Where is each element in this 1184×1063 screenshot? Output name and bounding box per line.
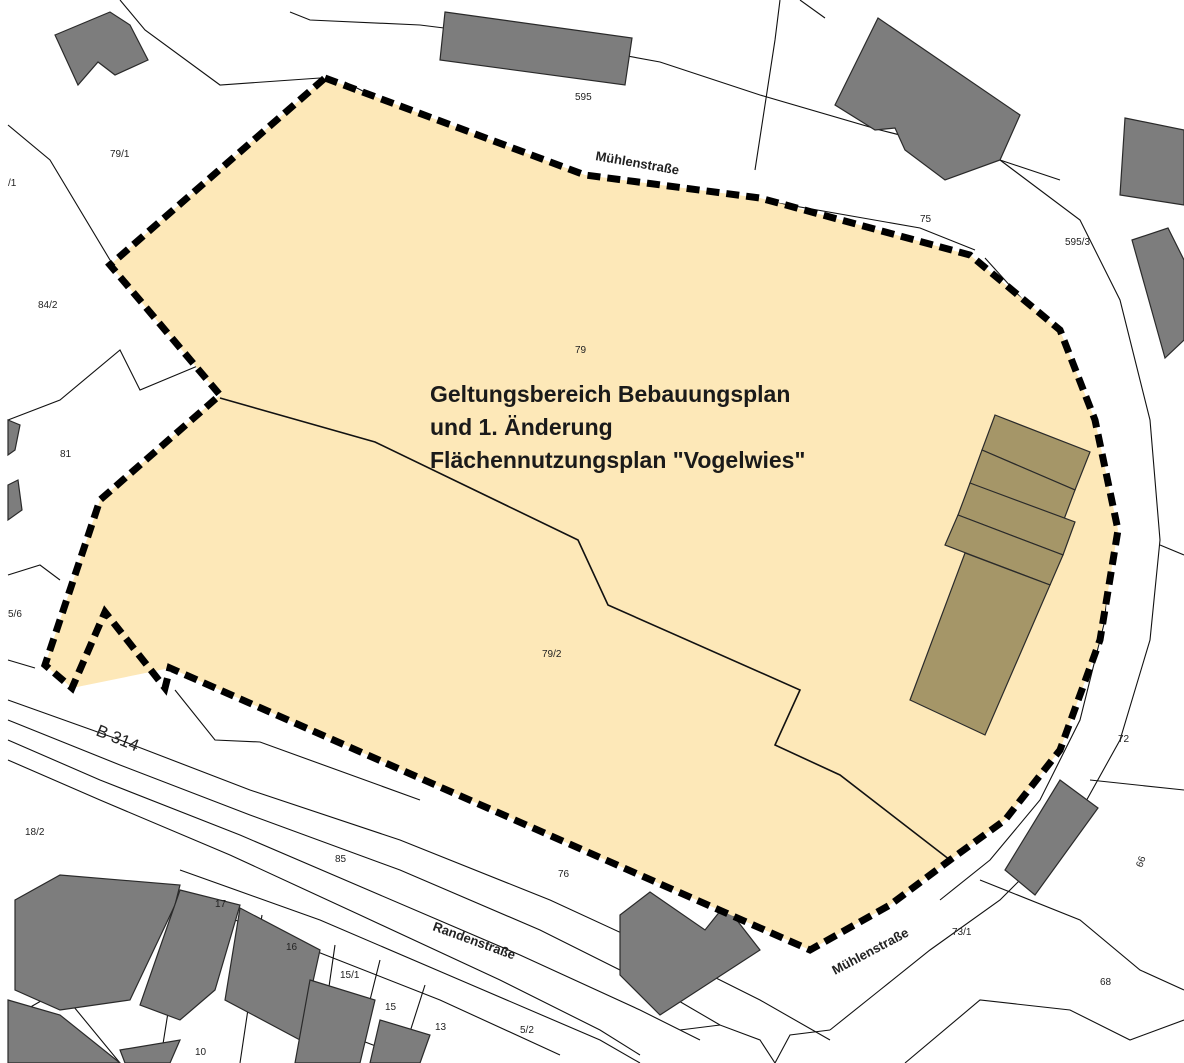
pv-modules xyxy=(909,414,1091,736)
rowhouse-6 xyxy=(369,1019,431,1063)
road-edge-east-outer xyxy=(829,159,1161,1031)
parcel-line-se-1 xyxy=(979,879,1184,991)
plan-title: Geltungsbereich Bebauungsplan und 1. Änd… xyxy=(430,381,805,473)
building-nw xyxy=(54,11,149,87)
parcel-595: 595 xyxy=(575,92,592,103)
street-randenstrasse: Randenstraße xyxy=(431,919,518,963)
rowhouse-5 xyxy=(294,979,376,1063)
parcel-72: 72 xyxy=(1118,734,1130,745)
parcel-10: 10 xyxy=(195,1047,207,1058)
pv-module-5 xyxy=(909,552,1051,736)
parcel-15: 15 xyxy=(385,1002,397,1013)
b314-edge-4 xyxy=(7,759,641,1056)
parcel-17: 17 xyxy=(215,899,227,910)
parcel-79-1: 79/1 xyxy=(110,149,130,160)
parcel-79-2: 79/2 xyxy=(542,649,562,660)
title-line-1: Geltungsbereich Bebauungsplan xyxy=(430,381,790,407)
geltungsbereich-boundary xyxy=(40,73,1122,954)
parcel-81: 81 xyxy=(60,449,72,460)
b314-edge-1 xyxy=(7,699,831,1041)
rowhouse-4 xyxy=(7,999,121,1063)
parcel-line-w-2 xyxy=(7,564,61,581)
parcel-line-w-3 xyxy=(7,659,36,669)
street-muehlenstrasse-south: Mühlenstraße xyxy=(829,925,911,978)
building-e xyxy=(1131,227,1184,360)
parcel-13: 13 xyxy=(435,1022,447,1033)
parcel-labels: 79/1 595 75 595/3 84/2 79 81 79/2 72 76 … xyxy=(8,92,1149,1058)
parcel-75: 75 xyxy=(920,214,932,225)
parcel-line-n-2 xyxy=(799,0,826,19)
parcel-divider-79-79-2 xyxy=(219,397,951,861)
parcel-16: 16 xyxy=(286,942,298,953)
street-muehlenstrasse-north: Mühlenstraße xyxy=(594,148,680,177)
building-se xyxy=(1004,779,1099,896)
parcel-line-w-1 xyxy=(7,349,201,421)
buildings xyxy=(7,11,1184,1063)
parcel-line-se-3 xyxy=(774,1029,831,1063)
geltungsbereich-area xyxy=(45,78,1118,950)
parcel-5-6: 5/6 xyxy=(8,609,22,620)
parcel-68: 68 xyxy=(1100,977,1112,988)
building-w-2 xyxy=(7,479,23,522)
building-w-1 xyxy=(7,419,21,457)
parcel-85: 85 xyxy=(335,854,347,865)
parcel-79: 79 xyxy=(575,345,587,356)
parcel-5-2: 5/2 xyxy=(520,1025,534,1036)
title-line-2: und 1. Änderung xyxy=(430,414,613,440)
parcel-76: 76 xyxy=(558,869,570,880)
parcel-line-s-2 xyxy=(679,1024,776,1063)
parcel-line-nw-2 xyxy=(119,0,321,86)
parcel-595-3: 595/3 xyxy=(1065,237,1090,248)
parcel-line-se-2 xyxy=(904,999,1184,1063)
building-ne xyxy=(834,17,1021,181)
parcel-1: /1 xyxy=(8,178,17,189)
title-line-3: Flächennutzungsplan "Vogelwies" xyxy=(430,447,805,473)
building-ne-edge xyxy=(1119,117,1184,206)
parcel-73-1: 73/1 xyxy=(952,927,972,938)
parcel-line-n-1 xyxy=(754,0,781,171)
rowhouse-1 xyxy=(14,874,181,1011)
building-s xyxy=(619,891,761,1016)
parcel-line-s-1 xyxy=(174,689,421,801)
parcel-18-2: 18/2 xyxy=(25,827,45,838)
parcel-15-1: 15/1 xyxy=(340,970,360,981)
randen-line-1 xyxy=(179,869,641,1063)
rowhouse-2 xyxy=(139,889,241,1021)
parcel-line-nw-1 xyxy=(7,124,111,261)
parcel-66: 66 xyxy=(1134,854,1148,869)
parcel-line-e-2 xyxy=(1089,779,1184,791)
rowhouse-7 xyxy=(119,1039,181,1063)
parcel-line-e-1 xyxy=(1159,544,1184,556)
b314-edge-3 xyxy=(7,739,701,1041)
road-b314: B 314 xyxy=(94,721,142,755)
building-n xyxy=(439,11,633,86)
parcel-84-2: 84/2 xyxy=(38,300,58,311)
